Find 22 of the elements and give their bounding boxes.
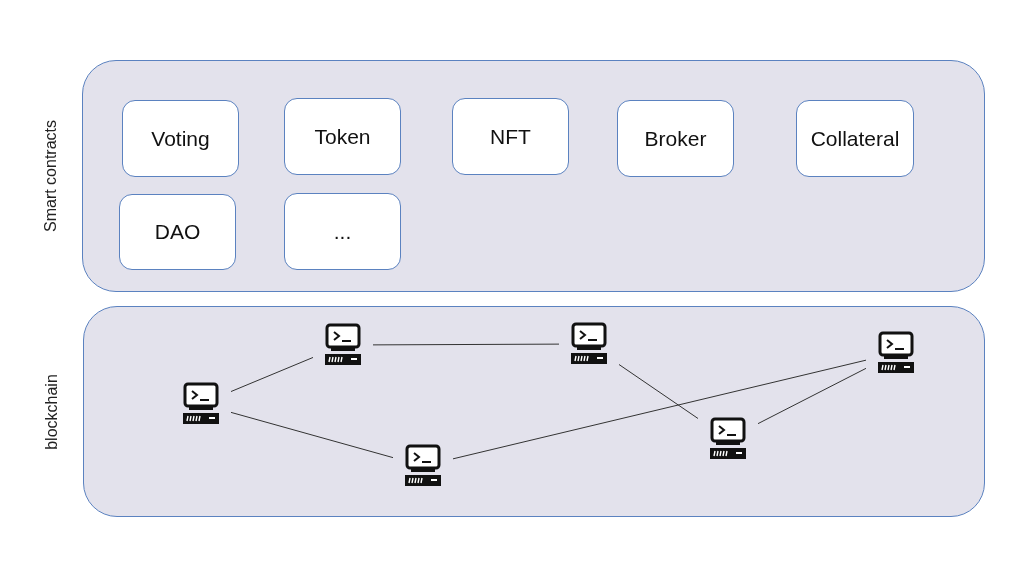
contract-name: Voting [151, 126, 210, 151]
contract-box [796, 100, 914, 177]
panel-title: blockchain [43, 373, 61, 450]
network-link [230, 356, 314, 393]
contract-box [617, 100, 734, 177]
contract-name: Collateral [810, 126, 900, 151]
contract-box [452, 98, 569, 175]
contract-box [119, 194, 236, 270]
contract-box [284, 98, 401, 175]
contract-box [122, 100, 239, 177]
contract-name: Broker [644, 126, 707, 151]
network-link [230, 411, 394, 459]
contract-name: DAO [154, 220, 201, 244]
network-link [372, 343, 560, 346]
contract-name: NFT [490, 124, 531, 149]
network-link [757, 367, 867, 425]
network-link [618, 364, 699, 419]
panel-title: Smart contracts [42, 120, 60, 232]
contract-box [284, 193, 401, 270]
contract-name: Token [314, 124, 371, 149]
contract-name: ... [333, 219, 352, 244]
network-link [452, 359, 867, 460]
